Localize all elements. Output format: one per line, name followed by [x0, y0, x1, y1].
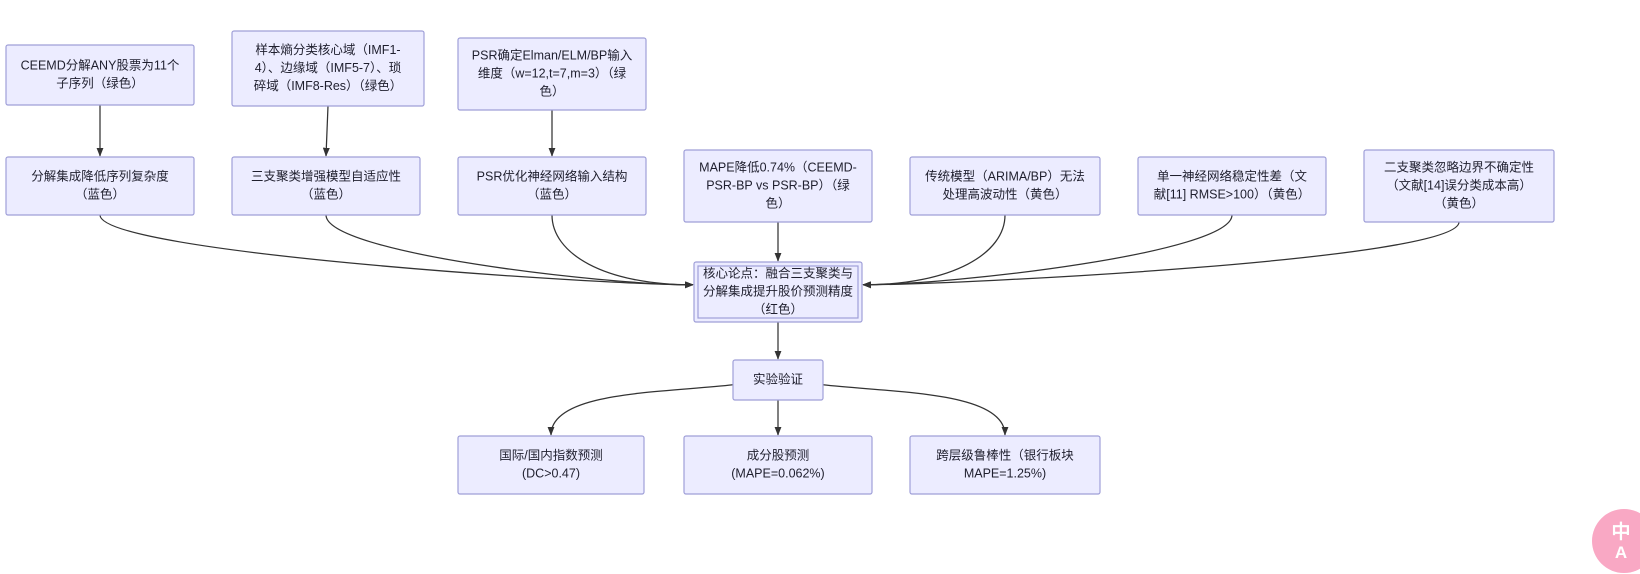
- node-label-line: （蓝色）: [527, 186, 577, 201]
- node-box: [693, 261, 863, 323]
- node-label-line: 成分股预测: [747, 448, 810, 462]
- node-label-line: MAPE降低0.74%（CEEMD-: [699, 160, 857, 174]
- edge-n4-to-core: [99, 214, 694, 289]
- node-exp[interactable]: 实验验证: [732, 359, 824, 401]
- node-label-line: （文献[14]误分类成本高）: [1386, 177, 1532, 192]
- node-r2[interactable]: 成分股预测 (MAPE=0.062%): [683, 435, 873, 495]
- edge-exp-to-r1: [547, 384, 734, 436]
- watermark-circle: [1592, 509, 1640, 573]
- node-label-line: 维度（w=12,t=7,m=3）（绿: [478, 65, 627, 80]
- node-label-line: （黄色）: [1434, 195, 1484, 210]
- node-label-line: 4）、边缘域（IMF5-7）、琐: [255, 60, 402, 75]
- node-box: [683, 149, 873, 223]
- node-label-line: 处理高波动性（黄色）: [942, 186, 1067, 201]
- node-label-line: PSR确定Elman/ELM/BP输入: [472, 47, 633, 62]
- watermark-bottom-char: A: [1615, 543, 1627, 562]
- node-box: [909, 435, 1101, 495]
- node-box: [457, 435, 645, 495]
- watermark: 中 A: [1592, 509, 1640, 573]
- node-label-line: 碎域（IMF8-Res）（绿色）: [254, 78, 403, 93]
- node-n4[interactable]: 分解集成降低序列复杂度 （蓝色）: [5, 156, 195, 216]
- node-box: [457, 156, 647, 216]
- edge-n10-to-core: [862, 221, 1460, 289]
- node-box: [1137, 156, 1327, 216]
- node-r3[interactable]: 跨层级鲁棒性（银行板块 MAPE=1.25%): [909, 435, 1101, 495]
- edge-n6-to-core: [551, 214, 694, 289]
- node-label-line: 色）: [539, 83, 564, 98]
- node-label-line: 实验验证: [753, 371, 804, 386]
- node-label-line: PSR-BP vs PSR-BP）（绿: [706, 177, 850, 192]
- node-label-line: （蓝色）: [75, 186, 125, 201]
- node-label-line: (MAPE=0.062%): [731, 466, 824, 480]
- node-box: [909, 156, 1101, 216]
- node-n6[interactable]: PSR优化神经网络输入结构 （蓝色）: [457, 156, 647, 216]
- node-box: [5, 156, 195, 216]
- node-box: [457, 37, 647, 111]
- edge-exp-to-r3: [822, 384, 1009, 436]
- node-box: [231, 30, 425, 107]
- edge-n5-to-core: [325, 214, 694, 289]
- node-label-line: 分解集成提升股价预测精度: [703, 283, 854, 298]
- node-label-line: CEEMD分解ANY股票为11个: [21, 58, 180, 72]
- node-label-line: 传统模型（ARIMA/BP）无法: [925, 168, 1085, 183]
- node-n9[interactable]: 单一神经网络稳定性差（文献[11] RMSE>100）（黄色）: [1137, 156, 1327, 216]
- node-n5[interactable]: 三支聚类增强模型自适应性 （蓝色）: [231, 156, 421, 216]
- node-label-line: 色）: [765, 195, 790, 210]
- node-label-line: MAPE=1.25%): [964, 466, 1046, 480]
- node-box: [732, 359, 824, 401]
- node-n10[interactable]: 二支聚类忽略边界不确定性 （文献[14]误分类成本高） （黄色）: [1363, 149, 1555, 223]
- node-label-line: 国际/国内指数预测: [499, 447, 602, 462]
- node-label-line: 二支聚类忽略边界不确定性: [1384, 159, 1534, 174]
- node-r1[interactable]: 国际/国内指数预测 (DC>0.47): [457, 435, 645, 495]
- watermark-top-char: 中: [1611, 520, 1630, 543]
- node-label-line: （红色）: [753, 301, 803, 316]
- node-n7[interactable]: MAPE降低0.74%（CEEMD- PSR-BP vs PSR-BP）（绿色）: [683, 149, 873, 223]
- node-n2[interactable]: 样本熵分类核心域（IMF1- 4）、边缘域（IMF5-7）、琐碎域（IMF8-Re…: [231, 30, 425, 107]
- edges-layer: [96, 105, 1460, 436]
- node-box: [5, 44, 195, 106]
- node-box: [1363, 149, 1555, 223]
- node-label-line: 核心论点：融合三支聚类与: [703, 265, 853, 280]
- edge-n8-to-core: [862, 214, 1006, 289]
- node-label-line: 跨层级鲁棒性（银行板块: [936, 448, 1074, 462]
- node-label-line: 三支聚类增强模型自适应性: [251, 168, 401, 183]
- node-label-line: 子序列（绿色）: [56, 75, 144, 90]
- node-label-line: 样本熵分类核心域（IMF1-: [255, 42, 400, 57]
- node-label-line: 献[11] RMSE>100）（黄色）: [1154, 186, 1310, 201]
- node-label-line: 单一神经网络稳定性差（文: [1157, 168, 1308, 183]
- edge-n2-to-n5: [322, 105, 330, 157]
- node-box: [231, 156, 421, 216]
- node-label-line: (DC>0.47): [522, 466, 580, 480]
- node-box: [683, 435, 873, 495]
- edge-n9-to-core: [862, 214, 1233, 289]
- node-label-line: PSR优化神经网络输入结构: [477, 168, 628, 183]
- node-label-line: 分解集成降低序列复杂度: [31, 168, 169, 183]
- node-box-inner-border: [697, 265, 859, 319]
- node-label-line: （蓝色）: [301, 186, 351, 201]
